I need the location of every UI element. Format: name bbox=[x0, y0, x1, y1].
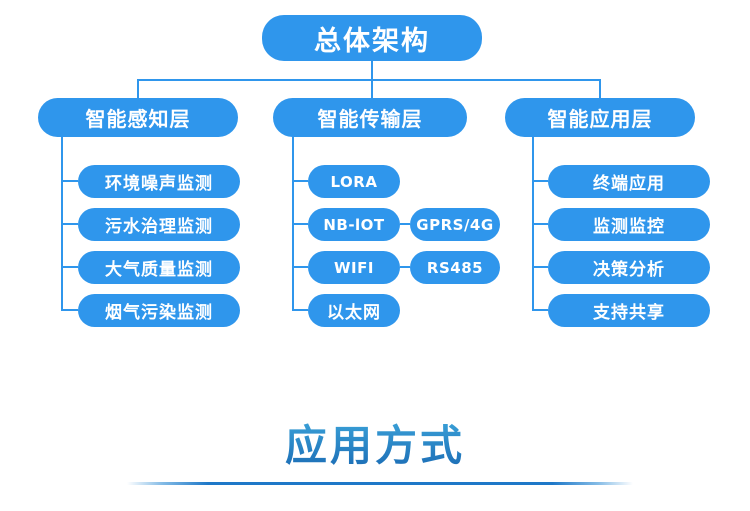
connector-nbiot-gprs bbox=[400, 223, 410, 225]
connector-stub bbox=[61, 180, 78, 182]
node-label: LORA bbox=[330, 172, 378, 191]
node-nb-iot: NB-lOT bbox=[308, 208, 400, 241]
node-label: WIFI bbox=[334, 258, 374, 277]
connector-stub bbox=[532, 223, 548, 225]
section-title-application-method: 应用方式 bbox=[0, 412, 750, 473]
node-label: 终端应用 bbox=[593, 174, 665, 194]
connector-drop-transmission bbox=[371, 79, 373, 99]
connector-drop-perception bbox=[137, 79, 139, 99]
layer-header-transmission-label: 智能传输层 bbox=[317, 107, 423, 131]
root-node-label: 总体架构 bbox=[314, 25, 430, 57]
node-label: 以太网 bbox=[327, 303, 381, 323]
node-label: 支持共享 bbox=[593, 303, 665, 323]
connector-stub bbox=[532, 309, 548, 311]
node-label: NB-lOT bbox=[323, 215, 385, 234]
connector-stub bbox=[532, 180, 548, 182]
connector-stub bbox=[532, 266, 548, 268]
node-label: 大气质量监测 bbox=[105, 260, 213, 280]
root-node-overall-architecture: 总体架构 bbox=[262, 15, 482, 61]
layer-header-application: 智能应用层 bbox=[505, 98, 695, 137]
node-label: 烟气污染监测 bbox=[105, 303, 213, 323]
layer-header-perception: 智能感知层 bbox=[38, 98, 238, 137]
node-lora: LORA bbox=[308, 165, 400, 198]
node-gprs-4g: GPRS/4G bbox=[410, 208, 500, 241]
node-label: RS485 bbox=[426, 258, 484, 277]
node-flue-gas-pollution-monitoring: 烟气污染监测 bbox=[78, 294, 240, 327]
section-title-underline bbox=[127, 482, 633, 485]
connector-stub bbox=[61, 309, 78, 311]
node-label: 监测监控 bbox=[593, 217, 665, 237]
layer-header-application-label: 智能应用层 bbox=[547, 107, 653, 131]
connector-wifi-rs485 bbox=[400, 266, 410, 268]
connector-stub bbox=[61, 266, 78, 268]
connector-main-horizontal bbox=[137, 79, 601, 81]
node-support-sharing: 支持共享 bbox=[548, 294, 710, 327]
node-sewage-treatment-monitoring: 污水治理监测 bbox=[78, 208, 240, 241]
connector-drop-application bbox=[599, 79, 601, 99]
connector-stub bbox=[292, 266, 308, 268]
node-terminal-application: 终端应用 bbox=[548, 165, 710, 198]
node-label: 决策分析 bbox=[593, 260, 665, 280]
node-air-quality-monitoring: 大气质量监测 bbox=[78, 251, 240, 284]
layer-header-transmission: 智能传输层 bbox=[273, 98, 467, 137]
node-label: GPRS/4G bbox=[416, 215, 494, 234]
connector-stub bbox=[292, 223, 308, 225]
node-decision-analysis: 决策分析 bbox=[548, 251, 710, 284]
layer-header-perception-label: 智能感知层 bbox=[85, 107, 191, 131]
connector-stub bbox=[292, 309, 308, 311]
node-env-noise-monitoring: 环境噪声监测 bbox=[78, 165, 240, 198]
connector-root-vertical bbox=[371, 61, 373, 80]
node-rs485: RS485 bbox=[410, 251, 500, 284]
node-wifi: WIFI bbox=[308, 251, 400, 284]
node-label: 污水治理监测 bbox=[105, 217, 213, 237]
node-label: 环境噪声监测 bbox=[105, 174, 213, 194]
connector-stub bbox=[61, 223, 78, 225]
node-ethernet: 以太网 bbox=[308, 294, 400, 327]
node-monitoring-surveillance: 监测监控 bbox=[548, 208, 710, 241]
connector-stub bbox=[292, 180, 308, 182]
